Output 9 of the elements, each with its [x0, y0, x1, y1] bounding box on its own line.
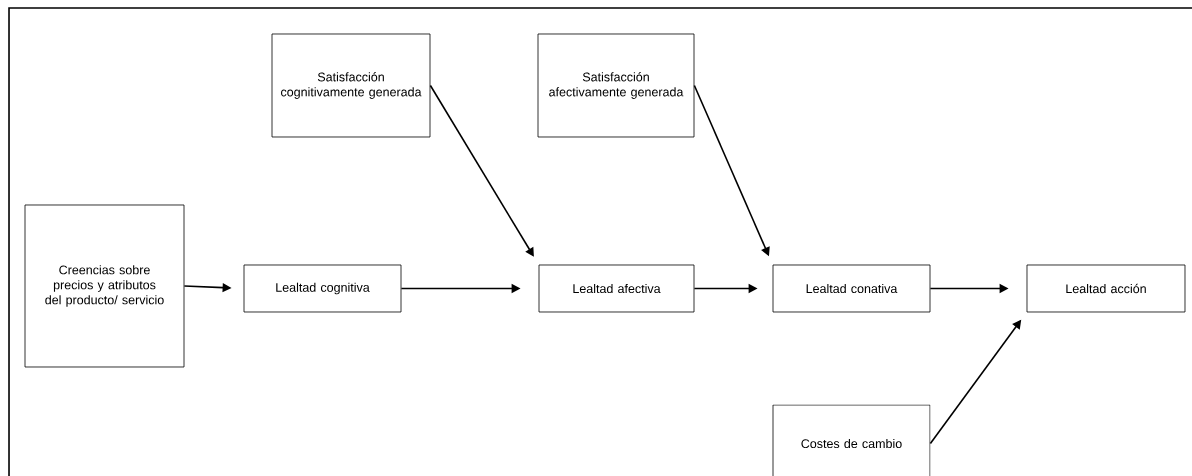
box: Costes de cambio [772, 404, 931, 476]
box: Satisfacción cognitivamente generada [271, 33, 431, 138]
box: Lealtad cognitiva [243, 264, 402, 313]
box: Satisfacción afectivamente generada [537, 33, 695, 138]
arrow [429, 84, 534, 257]
box: Lealtad afectiva [538, 264, 695, 313]
box: Lealtad conativa [772, 264, 931, 313]
box: Lealtad acción [1026, 264, 1186, 313]
box: Creencias sobre precios y atributos del producto/ servicio [24, 204, 185, 368]
